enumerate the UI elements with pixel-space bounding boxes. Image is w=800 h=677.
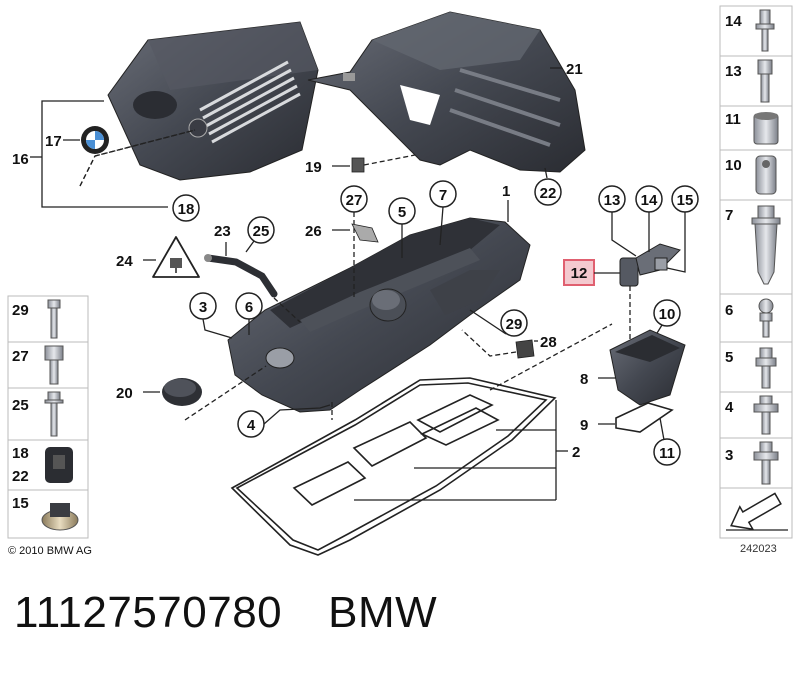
bolt-13-part [757, 59, 773, 103]
right-panel-label-3: 3 [725, 447, 733, 464]
holder-12-part [619, 243, 681, 287]
bolt-5-part [755, 347, 777, 389]
right-panel-label-7: 7 [725, 207, 733, 224]
callout-4: 4 [247, 417, 256, 434]
gasket-9-part [615, 402, 674, 433]
callout-22: 22 [540, 185, 557, 202]
callout-10: 10 [659, 306, 676, 323]
right-panel-label-14: 14 [725, 13, 742, 30]
callout-bracket-16 [30, 100, 168, 208]
callout-23: 23 [214, 223, 231, 240]
direction-arrow-icon [726, 492, 788, 531]
warning-triangle-icon [152, 236, 200, 278]
bolt-29-part [47, 299, 61, 339]
crankcase-vent-hose-part [204, 254, 278, 298]
left-panel-label-29: 29 [12, 302, 29, 319]
bolt-10-part [755, 155, 777, 195]
right-panel-label-13: 13 [725, 63, 742, 80]
callout-8: 8 [580, 371, 588, 388]
left-panel-label-27: 27 [12, 348, 29, 365]
bmw-emblem-part [81, 126, 109, 154]
clip-19-part [351, 157, 365, 173]
callout-29: 29 [506, 316, 523, 333]
bolt-25-part [44, 391, 64, 437]
right-panel-label-11: 11 [725, 111, 741, 128]
engine-cover-part [107, 21, 319, 181]
callout-26: 26 [305, 223, 322, 240]
callout-1: 1 [502, 183, 510, 200]
callout-21: 21 [566, 61, 583, 78]
bolt-14-part [755, 9, 775, 52]
cylinder-head-cover-part [227, 217, 531, 413]
left-panel-label-18: 18 [12, 445, 29, 462]
right-panel-label-6: 6 [725, 302, 733, 319]
part-caption: 11127570780 BMW [14, 588, 437, 638]
callout-9: 9 [580, 417, 588, 434]
cap-20-part [162, 378, 202, 406]
bracket-26-part [351, 223, 379, 243]
oil-separator-housing-part [609, 329, 686, 406]
callout-7: 7 [439, 187, 447, 204]
diagram-code: 242023 [740, 543, 777, 555]
callout-20: 20 [116, 385, 133, 402]
sensor-28-part [515, 339, 535, 359]
callout-24: 24 [116, 253, 133, 270]
brand-name: BMW [328, 588, 438, 637]
bolt-27-part [44, 345, 64, 385]
left-panel-label-15: 15 [12, 495, 29, 512]
callout-16: 16 [12, 151, 29, 168]
highlighted-part-12-box [563, 259, 595, 286]
callout-18: 18 [178, 201, 195, 218]
callout-6: 6 [245, 299, 253, 316]
stud-7-part [751, 205, 781, 285]
callout-15: 15 [677, 192, 694, 209]
copyright-text: © 2010 BMW AG [8, 545, 92, 557]
left-panel-label-25: 25 [12, 397, 29, 414]
callout-11: 11 [659, 445, 675, 462]
callout-5: 5 [398, 204, 406, 221]
right-panel-label-4: 4 [725, 399, 734, 416]
rubber-mount-18-part [45, 447, 73, 483]
ball-stud-6-part [758, 298, 774, 338]
bolt-3-part [753, 441, 779, 485]
callout-17: 17 [45, 133, 62, 150]
callout-12-highlighted: 12 [571, 265, 588, 282]
callout-25: 25 [253, 223, 270, 240]
callout-28: 28 [540, 334, 557, 351]
callout-bracket-2 [354, 400, 568, 501]
bolt-4-part [753, 395, 779, 435]
right-panel-label-5: 5 [725, 349, 733, 366]
callout-14: 14 [641, 192, 658, 209]
sleeve-11-part [753, 112, 779, 145]
right-panel-label-10: 10 [725, 157, 742, 174]
heat-shield-part [307, 11, 586, 173]
left-panel-label-22: 22 [12, 468, 29, 485]
callout-27: 27 [346, 192, 363, 209]
grommet-15-part [41, 503, 79, 531]
gasket-set-part [230, 377, 557, 556]
callout-13: 13 [604, 192, 621, 209]
part-number: 11127570780 [14, 588, 283, 637]
callout-2: 2 [572, 444, 580, 461]
callout-3: 3 [199, 299, 207, 316]
callout-19: 19 [305, 159, 322, 176]
